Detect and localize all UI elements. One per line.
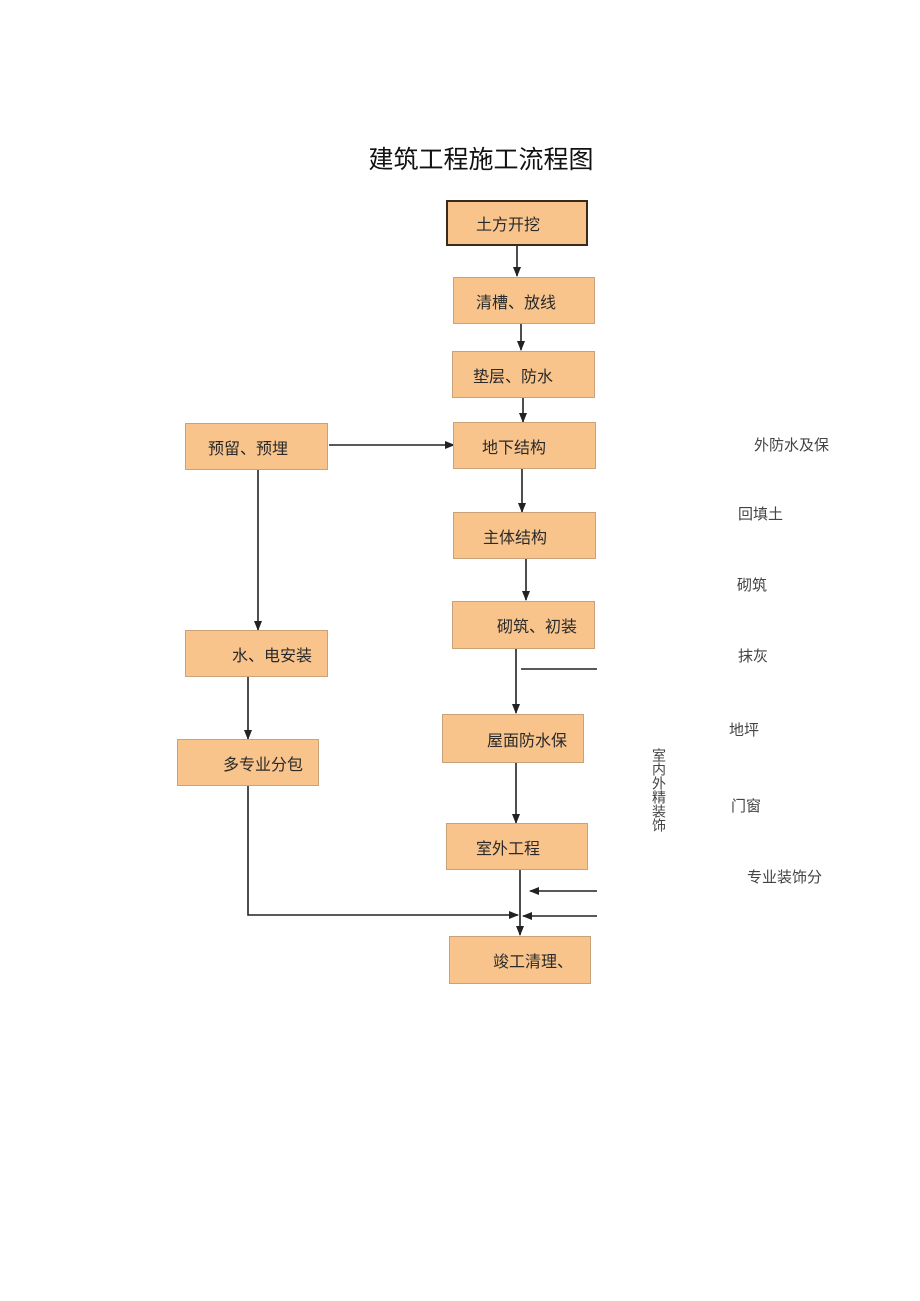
step-main-structure-label: 主体结构 — [483, 527, 548, 547]
step-trench-clean-label: 清槽、放线 — [476, 292, 557, 312]
label-special-decor: 专业装饰分 — [747, 868, 823, 886]
step-subcontract: 多专业分包 — [177, 739, 319, 786]
label-interior-exterior-decoration: 室内外精装饰 — [650, 748, 666, 832]
step-exterior-works: 室外工程 — [446, 823, 588, 870]
step-completion-label: 竣工清理、 — [493, 952, 574, 971]
step-cushion-waterproof: 垫层、防水 — [452, 351, 595, 398]
step-masonry-initial: 砌筑、初装 — [452, 601, 595, 649]
label-masonry: 砌筑 — [737, 576, 768, 594]
step-cushion-waterproof-label: 垫层、防水 — [473, 366, 554, 386]
step-underground: 地下结构 — [453, 422, 596, 469]
step-plumbing-electrical: 水、电安装 — [185, 630, 328, 677]
step-masonry-initial-label: 砌筑、初装 — [497, 617, 578, 636]
label-floor: 地坪 — [729, 721, 760, 739]
step-roof-waterproof: 屋面防水保 — [442, 714, 584, 763]
page-title: 建筑工程施工流程图 — [368, 145, 594, 174]
label-plaster: 抹灰 — [738, 647, 769, 665]
step-embedment-label: 预留、预埋 — [208, 438, 289, 458]
label-backfill: 回填土 — [738, 505, 784, 523]
step-plumbing-electrical-label: 水、电安装 — [232, 645, 313, 665]
step-exterior-works-label: 室外工程 — [476, 838, 541, 858]
label-exterior-waterproof: 外防水及保 — [754, 436, 830, 454]
step-trench-clean: 清槽、放线 — [453, 277, 595, 324]
step-completion: 竣工清理、 — [449, 936, 591, 984]
step-earthwork: 土方开挖 — [446, 200, 588, 246]
step-subcontract-label: 多专业分包 — [223, 754, 304, 774]
step-embedment: 预留、预埋 — [185, 423, 328, 470]
label-doors-windows: 门窗 — [731, 797, 762, 815]
step-underground-label: 地下结构 — [482, 437, 547, 457]
arrow-subcontract-to-completion — [247, 786, 519, 919]
step-main-structure: 主体结构 — [453, 512, 596, 559]
step-earthwork-label: 土方开挖 — [476, 215, 541, 234]
step-roof-waterproof-label: 屋面防水保 — [487, 730, 568, 750]
